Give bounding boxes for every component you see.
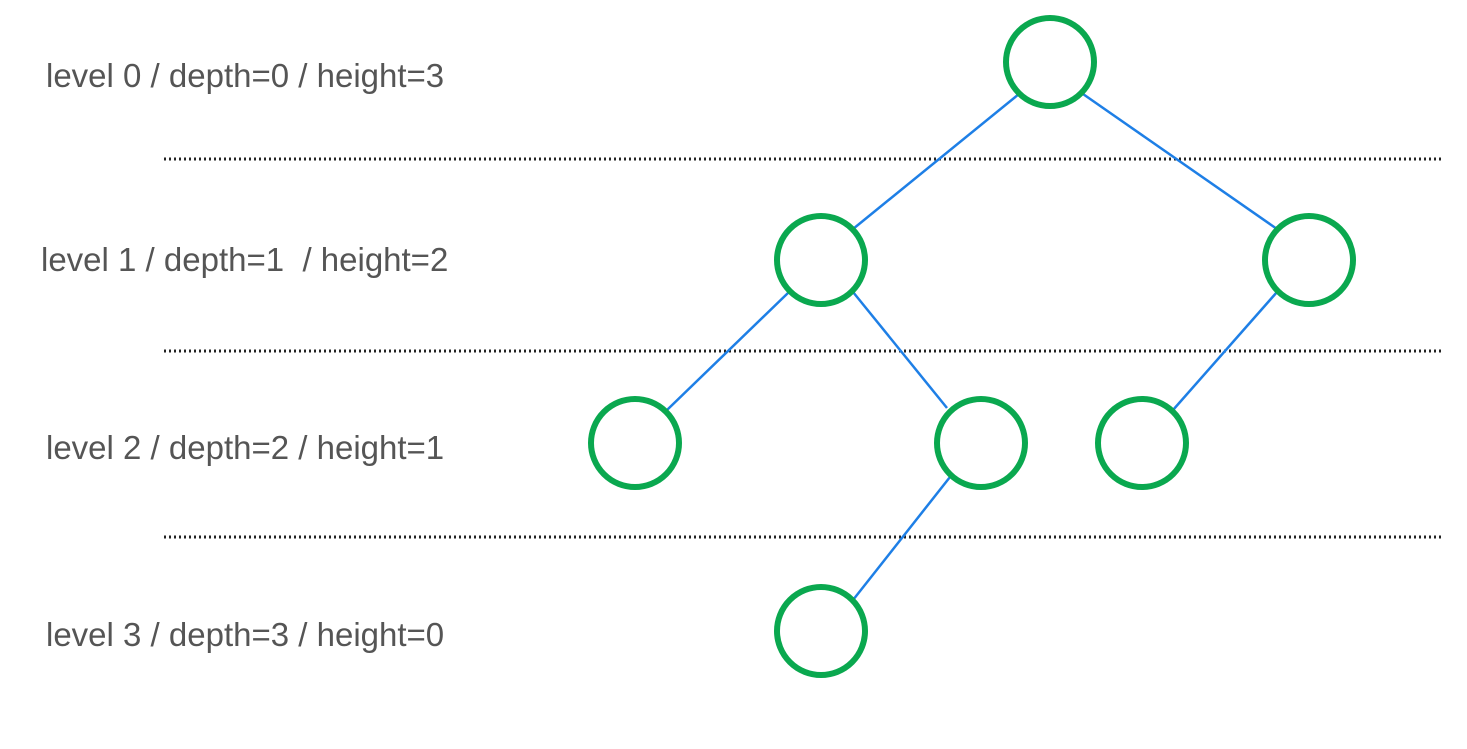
level-2-label: level 2 / depth=2 / height=1 (46, 429, 445, 466)
edge-l1-left-l2-a (666, 291, 790, 411)
tree-node-root (1003, 15, 1097, 109)
level-separators (164, 157, 1441, 539)
edge-l1-left-l2-b (852, 291, 948, 409)
edge-root-l1-right (1082, 92, 1278, 231)
edge-root-l1-left (852, 93, 1020, 230)
level-0-label: level 0 / depth=0 / height=3 (46, 57, 445, 94)
tree-edges (666, 92, 1278, 601)
tree-node-l1-left (774, 213, 868, 307)
tree-node-l3-a (774, 584, 868, 678)
tree-node-l1-right (1262, 213, 1356, 307)
level-1-label: level 1 / depth=1 / height=2 (41, 241, 449, 278)
edge-l2-b-l3-a (852, 476, 951, 601)
edge-l1-right-l2-c (1172, 291, 1278, 411)
tree-node-l2-c (1095, 396, 1189, 490)
tree-nodes (588, 15, 1356, 678)
level-3-label: level 3 / depth=3 / height=0 (46, 616, 445, 653)
tree-node-l2-b (934, 396, 1028, 490)
tree-node-l2-a (588, 396, 682, 490)
